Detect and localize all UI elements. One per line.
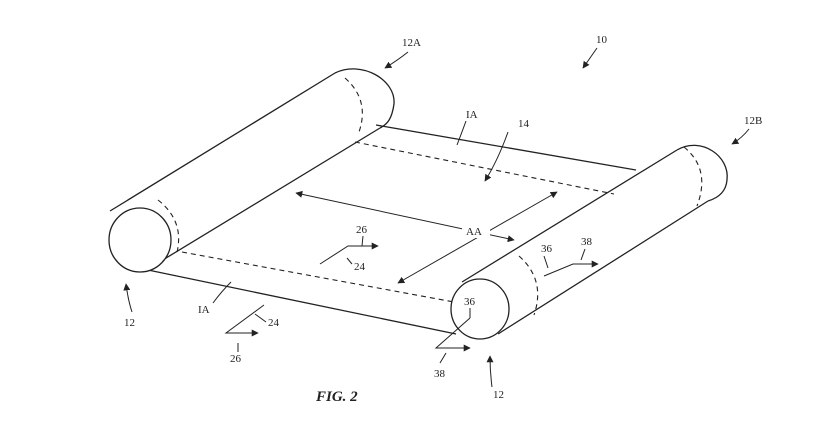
axis-24-26-center — [319, 235, 379, 265]
label-display-14: 14 — [518, 118, 530, 130]
active-area-front-boundary — [181, 251, 477, 307]
roller-12a-end-cap — [108, 207, 172, 273]
roller-12a — [108, 68, 395, 273]
label-roller-12-left: 12 — [124, 317, 135, 329]
label-axis-24-front: 24 — [268, 317, 280, 329]
axis-24-26-front — [224, 304, 267, 352]
label-axis-38-right: 38 — [581, 236, 593, 248]
axis-36-38-right — [543, 248, 599, 277]
label-axis-26-front: 26 — [230, 353, 242, 365]
display-sheet — [147, 124, 637, 335]
figure-caption: FIG. 2 — [315, 389, 358, 405]
label-device-10: 10 — [596, 34, 608, 46]
label-roller-12b: 12B — [744, 115, 762, 127]
axis-36-38-cap — [434, 308, 471, 364]
label-roller-12-right: 12 — [493, 389, 504, 401]
label-axis-36-cap: 36 — [464, 296, 476, 308]
label-axis-38-bottom: 38 — [434, 368, 446, 380]
active-area-back-boundary — [354, 141, 615, 195]
label-axis-26-center: 26 — [356, 224, 368, 236]
label-axis-24-center: 24 — [354, 261, 366, 273]
label-inactive-top: IA — [466, 109, 478, 121]
label-inactive-bottom: IA — [198, 304, 210, 316]
label-roller-12a: 12A — [402, 37, 421, 49]
leader-arrows — [123, 47, 750, 388]
label-axis-36-right: 36 — [541, 243, 553, 255]
label-active-area: AA — [466, 226, 482, 238]
roller-12b-end-cap — [450, 278, 510, 340]
active-area-arrows — [295, 190, 558, 284]
